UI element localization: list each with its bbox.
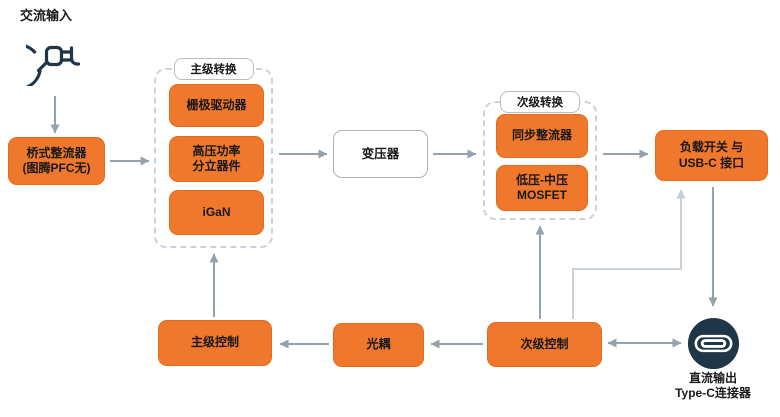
- block-label: 分立器件: [192, 159, 241, 173]
- block-label: 变压器: [361, 147, 400, 161]
- block-optocoupler: 光耦: [333, 323, 424, 367]
- block-label: 同步整流器: [511, 128, 572, 143]
- dc-output-label: 直流输出 Type-C连接器: [648, 371, 778, 401]
- block-label: 负载开关 与: [679, 140, 744, 155]
- block-label: USB-C 接口: [678, 155, 745, 170]
- block-label: (图腾PFC无): [22, 161, 91, 175]
- block-label: 高压功率: [192, 143, 241, 158]
- block-label: 光耦: [366, 337, 391, 352]
- dc-output-line1: 直流输出: [688, 371, 737, 385]
- ac-plug-icon: [26, 44, 81, 86]
- block-gate-driver: 栅极驱动器: [169, 84, 264, 127]
- block-sync-rectifier: 同步整流器: [496, 114, 588, 158]
- block-label: 桥式整流器: [26, 145, 87, 160]
- dc-output-line2: Type-C连接器: [675, 386, 751, 400]
- block-label: MOSFET: [517, 188, 567, 202]
- block-igan: iGaN: [169, 190, 264, 235]
- arrow-secondary-control-to-load-switch-elbow: [572, 189, 686, 319]
- block-label: 次级控制: [520, 336, 569, 351]
- block-label: iGaN: [202, 204, 231, 219]
- block-primary-control: 主级控制: [158, 320, 272, 366]
- group-secondary-conversion-label: 次级转换: [500, 91, 580, 113]
- block-hv-power-discrete: 高压功率 分立器件: [169, 136, 264, 182]
- block-lv-mv-mosfet: 低压-中压 MOSFET: [496, 165, 588, 211]
- group-primary-conversion-label: 主级转换: [173, 58, 254, 80]
- block-label: 栅极驱动器: [186, 97, 247, 112]
- ac-input-label: 交流输入: [20, 8, 73, 23]
- block-transformer: 变压器: [333, 130, 428, 178]
- block-load-switch-usbc: 负载开关 与 USB-C 接口: [655, 130, 768, 181]
- block-secondary-control: 次级控制: [487, 322, 602, 367]
- group-secondary-conversion: 次级转换 同步整流器 低压-中压 MOSFET: [483, 91, 597, 220]
- block-label: 主级控制: [190, 335, 239, 350]
- group-primary-conversion: 主级转换 栅极驱动器 高压功率 分立器件 iGaN: [154, 58, 273, 248]
- usb-c-connector-icon: [687, 317, 740, 370]
- block-bridge-rectifier: 桥式整流器 (图腾PFC无): [8, 137, 105, 185]
- block-label: 低压-中压: [516, 172, 568, 187]
